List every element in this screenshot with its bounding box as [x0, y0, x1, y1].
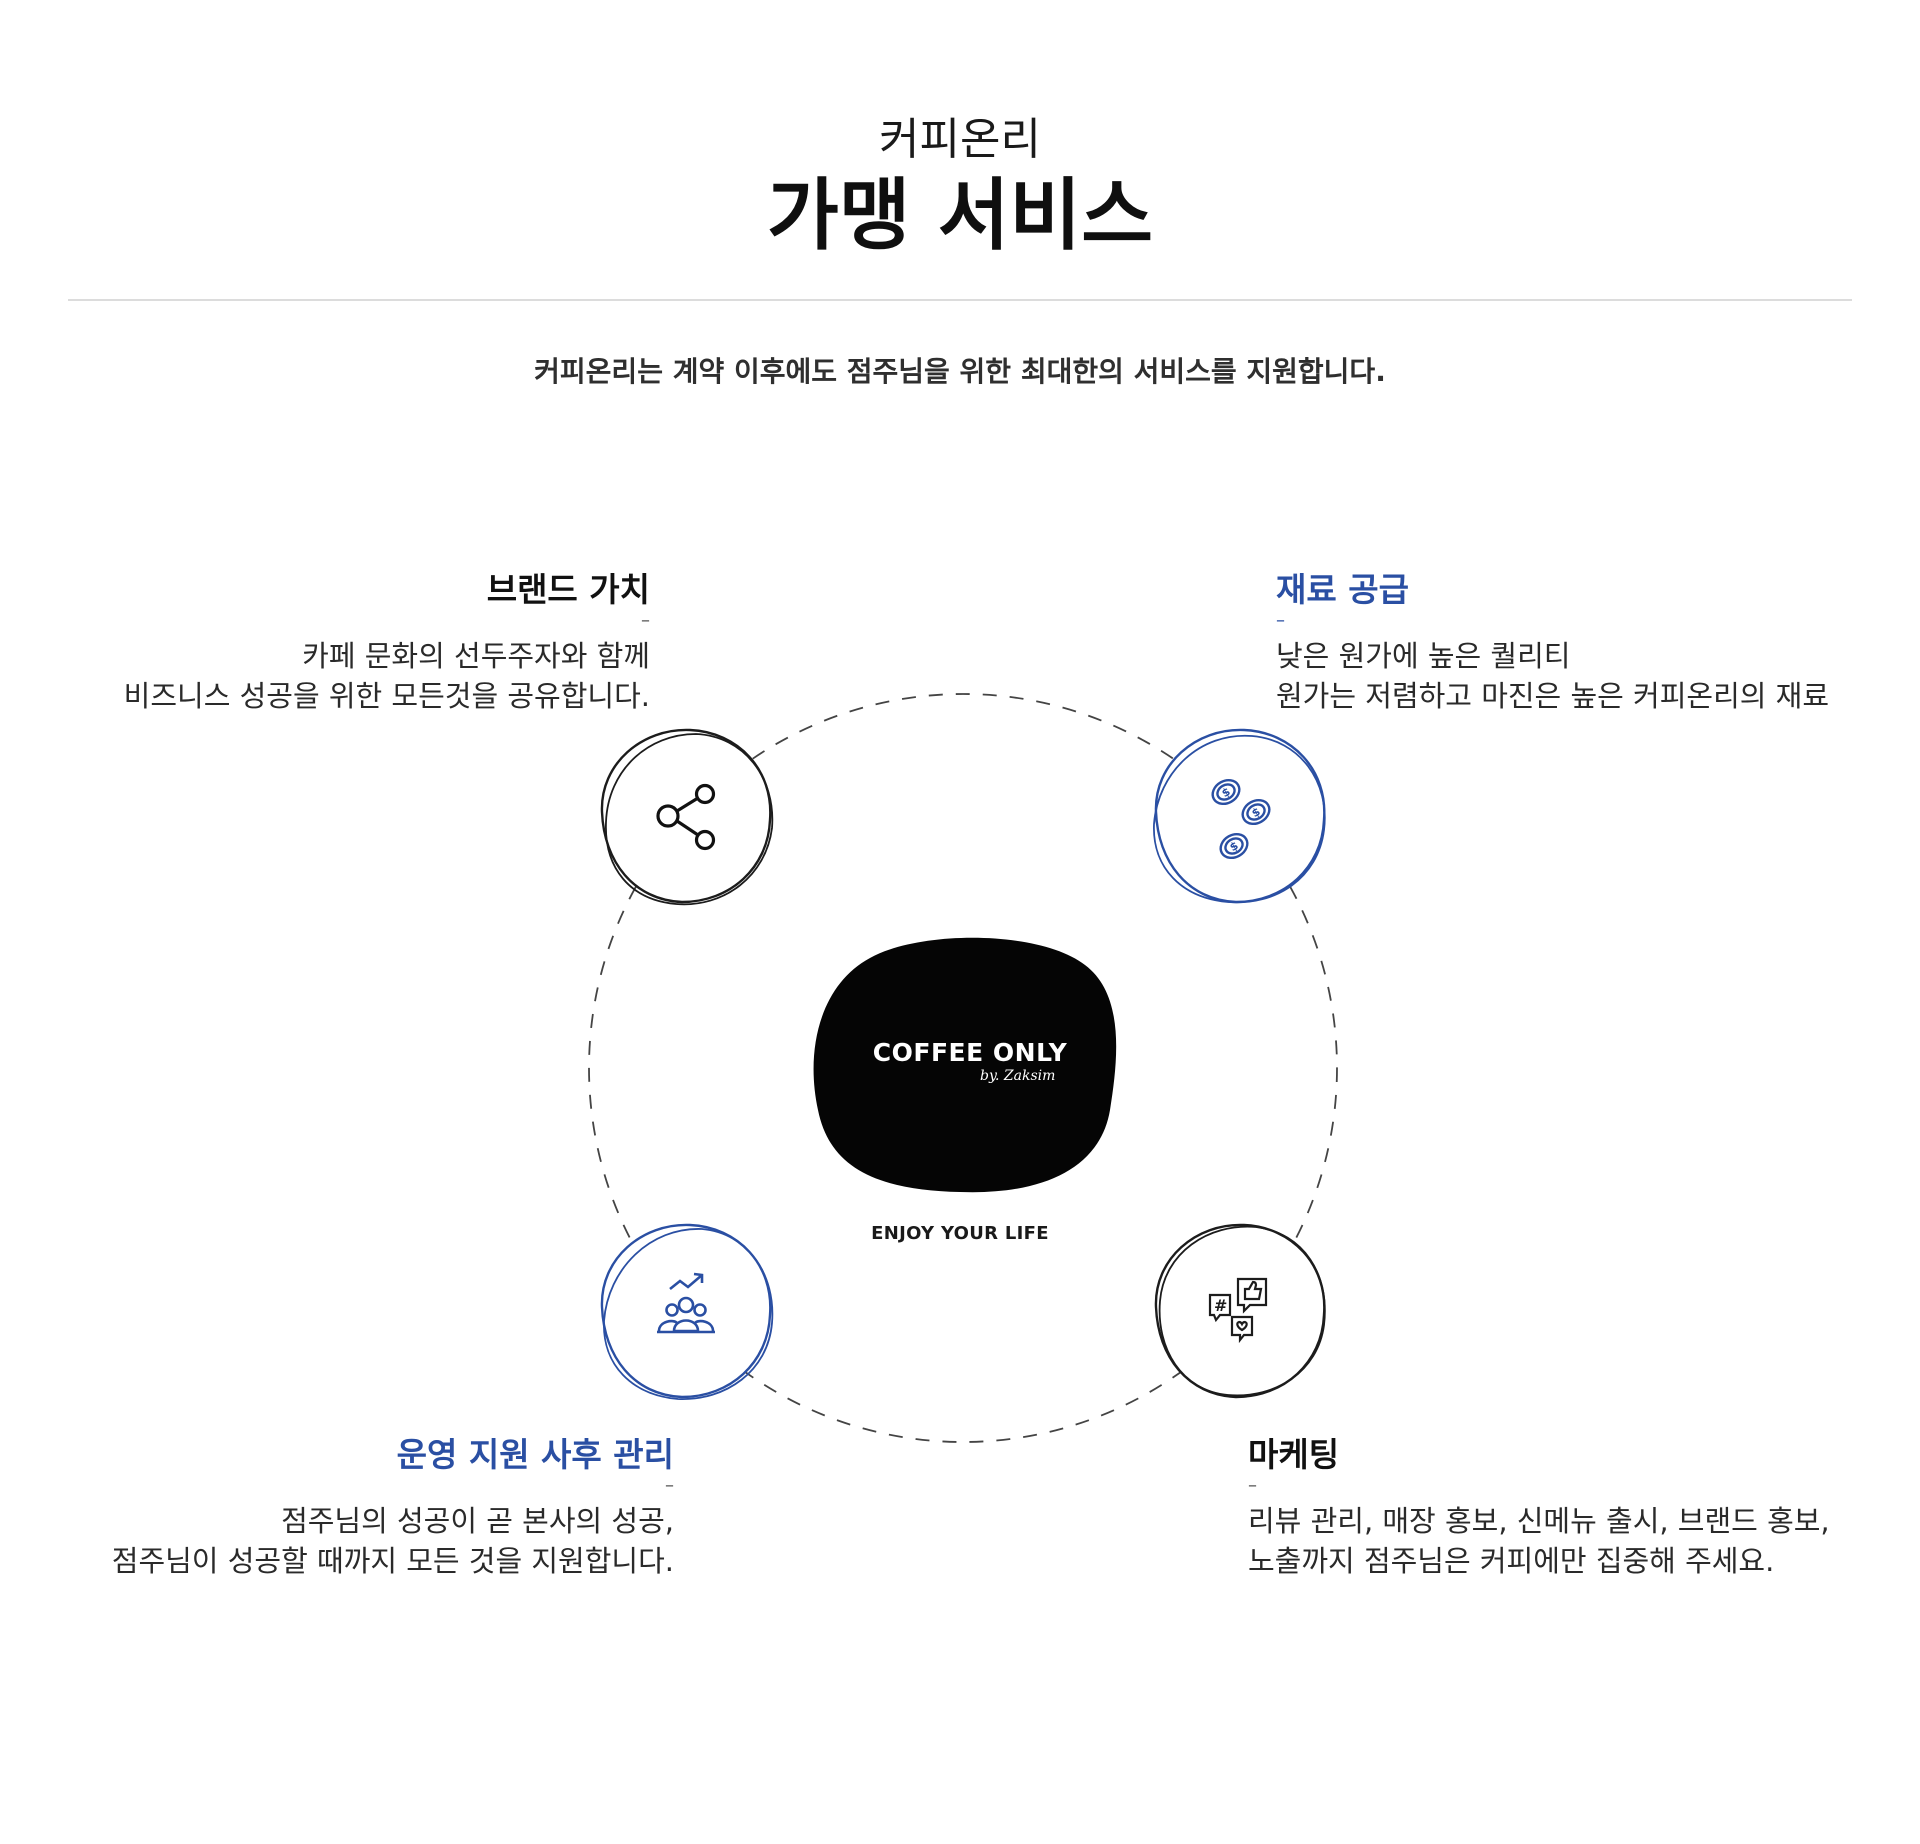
service-supply: 재료 공급 – 낮은 원가에 높은 퀄리티 원가는 저렴하고 마진은 높은 커피…: [1276, 568, 1829, 716]
tagline: ENJOY YOUR LIFE: [871, 1223, 1049, 1244]
service-dash: –: [1276, 610, 1285, 631]
service-desc-line: 리뷰 관리, 매장 홍보, 신메뉴 출시, 브랜드 홍보,: [1248, 1504, 1830, 1538]
service-title: 브랜드 가치: [486, 570, 650, 609]
service-desc-line: 비즈니스 성공을 위한 모든것을 공유합니다.: [123, 679, 650, 713]
service-title: 마케팅: [1248, 1435, 1340, 1474]
page-kicker: 커피온리: [879, 114, 1041, 165]
node-operations: [600, 1223, 774, 1400]
svg-text:$: $: [1250, 805, 1263, 820]
share-icon: [656, 783, 716, 851]
service-title: 운영 지원 사후 관리: [396, 1435, 674, 1474]
orbit-ring: [588, 693, 1338, 1443]
service-marketing: 마케팅 – 리뷰 관리, 매장 홍보, 신메뉴 출시, 브랜드 홍보, 노출까지…: [1248, 1433, 1830, 1581]
service-dash: –: [665, 1475, 674, 1496]
service-title: 재료 공급: [1276, 570, 1409, 609]
node-brand: [600, 728, 774, 906]
divider: [68, 299, 1852, 301]
node-supply: [1153, 728, 1326, 904]
service-dash: –: [641, 610, 650, 631]
team-growth-icon: [657, 1272, 715, 1334]
svg-text:$: $: [1228, 839, 1241, 854]
service-desc-line: 점주님의 성공이 곧 본사의 성공,: [281, 1504, 674, 1538]
service-desc-line: 노출까지 점주님은 커피에만 집중해 주세요.: [1248, 1544, 1775, 1578]
service-desc-line: 낮은 원가에 높은 퀄리티: [1276, 639, 1571, 673]
coins-icon: $ $ $: [1211, 778, 1271, 860]
page-lead: 커피온리는 계약 이후에도 점주님을 위한 최대한의 서비스를 지원합니다.: [534, 355, 1386, 388]
node-marketing: [1154, 1223, 1326, 1399]
service-desc-line: 점주님이 성공할 때까지 모든 것을 지원합니다.: [111, 1544, 674, 1578]
service-operations: 운영 지원 사후 관리 – 점주님의 성공이 곧 본사의 성공, 점주님이 성공…: [112, 1433, 674, 1581]
svg-text:#: #: [1214, 1296, 1227, 1315]
service-dash: –: [1248, 1475, 1257, 1496]
service-desc-line: 카페 문화의 선두주자와 함께: [302, 639, 650, 673]
svg-text:$: $: [1220, 785, 1233, 800]
page-title: 가맹 서비스: [767, 171, 1153, 261]
brand-logo-sub: by. Zaksim: [980, 1068, 1056, 1084]
brand-logo: COFFEE ONLY: [872, 1038, 1068, 1067]
social-media-icon: #: [1208, 1277, 1268, 1344]
service-desc-line: 원가는 저렴하고 마진은 높은 커피온리의 재료: [1276, 679, 1830, 713]
service-brand: 브랜드 가치 – 카페 문화의 선두주자와 함께 비즈니스 성공을 위한 모든것…: [124, 568, 650, 716]
